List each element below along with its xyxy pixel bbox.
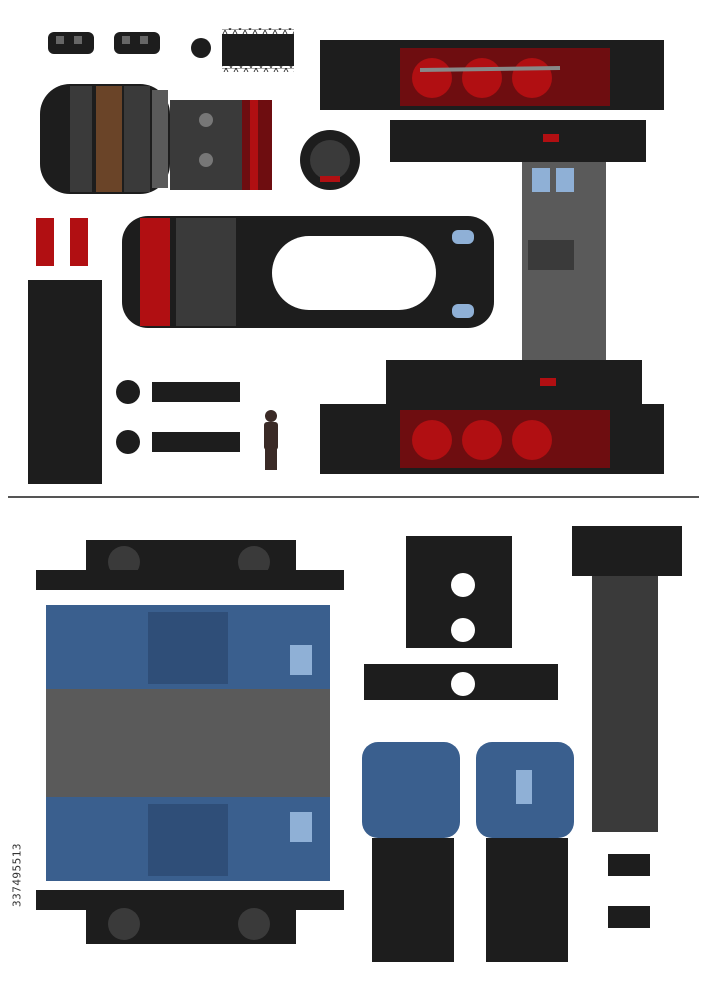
roof-t-piece <box>364 536 558 700</box>
small-box-2 <box>608 906 650 928</box>
chimney-disc <box>191 38 211 58</box>
small-box-1 <box>608 854 650 876</box>
teeth-strip-icon <box>152 382 240 402</box>
tender-side-strip <box>28 280 102 484</box>
chassis-side-upper <box>320 40 664 162</box>
coach-body-piece <box>36 540 344 944</box>
boiler-front-piece <box>40 84 272 194</box>
end-wall-piece-1 <box>362 742 460 962</box>
wheel-disc-icon <box>116 380 140 404</box>
cab-piece-right <box>114 32 160 54</box>
wheel-disc-icon <box>116 430 140 454</box>
smokebox-door <box>300 130 360 190</box>
boiler-body-piece <box>122 216 494 328</box>
stock-id: 337495513 <box>10 842 24 908</box>
lamp-piece-2 <box>70 218 88 266</box>
lamp-piece-1 <box>36 218 54 266</box>
teeth-strip-icon <box>152 432 240 452</box>
tall-roof-strip <box>572 526 682 832</box>
chassis-side-lower <box>320 360 664 474</box>
chassis-center <box>522 162 606 372</box>
cab-piece-left <box>48 32 94 54</box>
end-wall-piece-2 <box>476 742 574 962</box>
figure-silhouette-icon <box>264 410 278 470</box>
chimney-strip <box>222 28 294 72</box>
